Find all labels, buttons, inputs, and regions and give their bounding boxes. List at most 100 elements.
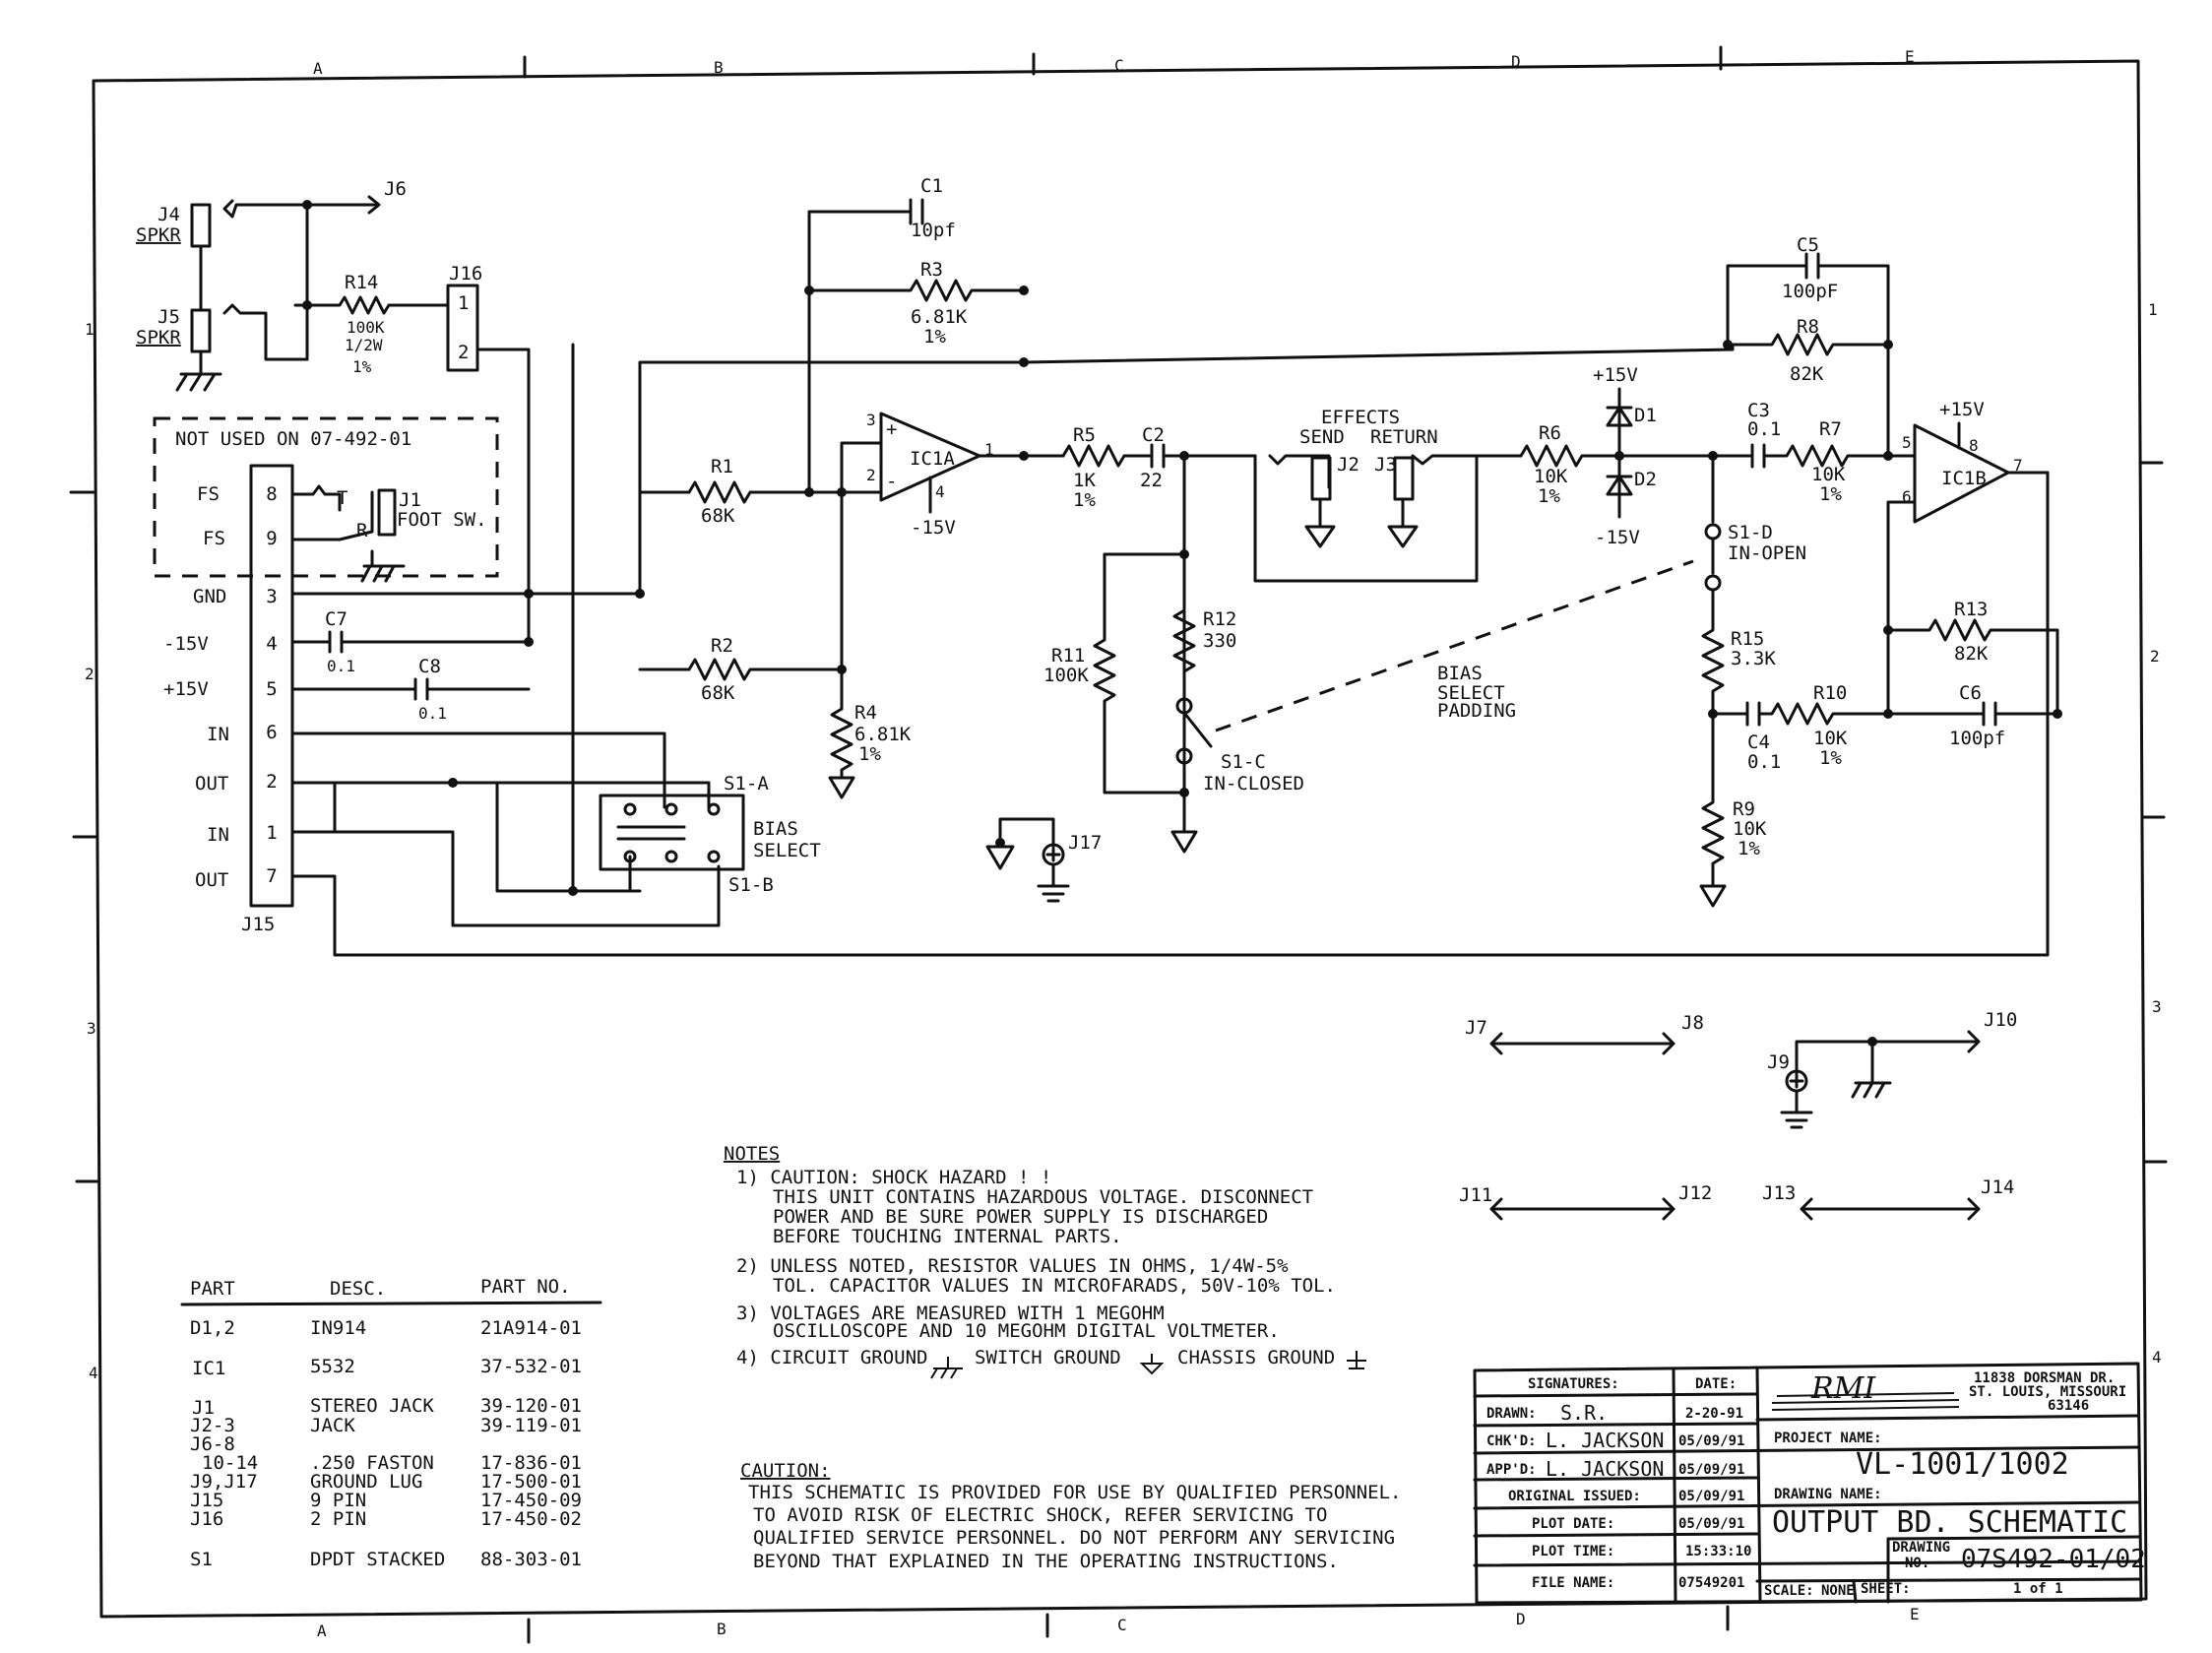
ground-arrow-s1c (1170, 791, 1198, 854)
r14-label: R14 (345, 272, 378, 293)
r8-value: 82K (1790, 363, 1824, 385)
circuit-ground-icon (930, 1357, 963, 1379)
fs-label-9: FS (203, 528, 225, 549)
cell-part: IC1 (192, 1358, 225, 1379)
tb-date: DATE: (1695, 1376, 1737, 1392)
zone-2-right: 2 (2150, 647, 2160, 666)
cell-desc: JACK (310, 1415, 355, 1436)
table-row: D1,2 IN914 21A914-01 (190, 1317, 582, 1339)
tb-drawn-date: 2-20-91 (1685, 1406, 1743, 1422)
cell-part: 10-14 (202, 1452, 258, 1474)
cell-desc: IN914 (310, 1317, 366, 1339)
switch-s1-ab: S1-A S1-B BIAS SELECT (599, 773, 821, 896)
table-row: J6-8 (190, 1433, 235, 1455)
note-1a: 1) CAUTION: SHOCK HAZARD ! ! (736, 1167, 1051, 1188)
s1d-contact-top (1704, 523, 1722, 540)
j16-label: J16 (449, 263, 482, 285)
s1c-label: S1-C (1221, 751, 1266, 773)
c7-label: C7 (325, 608, 348, 630)
cell-part: J9,J17 (190, 1471, 258, 1493)
r4-value: 6.81K (854, 724, 912, 745)
r10-label: R10 (1813, 682, 1847, 704)
note-4c: CHASSIS GROUND (1177, 1347, 1335, 1368)
zone-c-bottom: C (1117, 1616, 1127, 1634)
c3-label: C3 (1747, 400, 1770, 421)
cell-desc: 5532 (310, 1356, 355, 1377)
cell-desc: 9 PIN (310, 1490, 366, 1511)
capacitor-c1 (909, 198, 924, 225)
cell-part: J15 (190, 1490, 223, 1511)
tb-drawn-label: DRAWN: (1486, 1406, 1537, 1422)
logo-text: RMI (1810, 1371, 1876, 1406)
r5-label: R5 (1073, 424, 1096, 446)
r4-tol: 1% (858, 743, 881, 765)
zone-3: 3 (87, 1019, 96, 1038)
not-used-box: NOT USED ON 07-492-01 FS FS R T J1 FOOT … (153, 416, 499, 583)
footswitch-t: T (337, 487, 348, 509)
j4-spkr-label: SPKR (136, 224, 181, 246)
tb-address-3: 63146 (2048, 1398, 2089, 1414)
tb-drawname-label: DRAWING NAME: (1774, 1487, 1882, 1502)
r13-value: 82K (1954, 643, 1989, 665)
j9-label: J9 (1767, 1051, 1790, 1073)
j1-label: J1 (399, 489, 421, 511)
r5-tol: 1% (1073, 489, 1096, 511)
parts-header-part: PART (190, 1278, 235, 1300)
resistor-r11 (1093, 552, 1186, 795)
capacitor-c3 (1750, 443, 1766, 469)
j15-pin4: 4 (266, 633, 277, 655)
j12-label: J12 (1678, 1182, 1712, 1204)
tb-address-1: 11838 DORSMAN DR. (1974, 1370, 2115, 1386)
j16-pin1: 1 (458, 292, 469, 314)
note-4b: SWITCH GROUND (975, 1347, 1121, 1368)
parts-header-no: PART NO. (480, 1276, 571, 1298)
effects-label: EFFECTS (1321, 407, 1400, 428)
tb-scale-label: SCALE: (1764, 1583, 1814, 1599)
c2-label: C2 (1142, 424, 1165, 446)
r2-label: R2 (711, 635, 733, 657)
table-row: J15 9 PIN 17-450-09 (190, 1490, 582, 1511)
tb-project: VL-1001/1002 (1856, 1447, 2069, 1482)
c4-value: 0.1 (1747, 751, 1781, 773)
bias-select-label: BIAS (753, 818, 798, 840)
j15-pin1: 1 (266, 822, 277, 844)
j15-pin9: 9 (266, 528, 277, 549)
bias-pad-2: SELECT (1437, 682, 1505, 704)
s1b-label: S1-B (728, 874, 774, 896)
resistor-r3 (807, 279, 1026, 302)
j15-pin2: 2 (266, 771, 277, 793)
out-label-2: OUT (195, 773, 228, 795)
notes-title: NOTES (724, 1143, 780, 1165)
j15-pin3: 3 (266, 586, 277, 607)
cell-part: S1 (190, 1549, 213, 1570)
in-label-1: IN (207, 824, 229, 846)
ic1a-pwr: -15V (911, 517, 956, 539)
zone-4-right: 4 (2152, 1348, 2162, 1367)
capacitor-c2 (1130, 443, 1257, 469)
resistor-r6 (1519, 444, 1621, 468)
r10-tol: 1% (1819, 747, 1842, 769)
tb-plotd-label: PLOT DATE: (1532, 1516, 1614, 1532)
capacitor-c5 (1804, 252, 1820, 280)
title-block: SIGNATURES: DATE: DRAWN: CHK'D: APP'D: O… (1473, 1362, 2146, 1605)
tb-orig-label: ORIGINAL ISSUED: (1508, 1489, 1641, 1504)
notes-block: NOTES 1) CAUTION: SHOCK HAZARD ! ! THIS … (724, 1143, 1366, 1379)
d2-supply: -15V (1595, 527, 1640, 548)
out-label-7: OUT (195, 869, 228, 891)
tb-sheet-label: SHEET: (1861, 1581, 1911, 1597)
footswitch-tip (291, 484, 342, 512)
r9-label: R9 (1733, 798, 1755, 820)
cell-part: J16 (190, 1508, 223, 1530)
j11-label: J11 (1459, 1184, 1492, 1206)
c8-value: 0.1 (418, 704, 447, 723)
drawing-border (69, 45, 2168, 1644)
r7-tol: 1% (1819, 483, 1842, 505)
send-label: SEND (1299, 426, 1345, 448)
zone-a: A (313, 59, 323, 78)
tb-chkd: L. JACKSON (1546, 1429, 1664, 1452)
parts-table: PART DESC. PART NO. D1,2 IN914 21A914-01… (180, 1276, 602, 1570)
ic1b-pin8: 8 (1969, 436, 1979, 455)
zone-e-bottom: E (1910, 1605, 1920, 1623)
ic1a-stage: R1 68K R2 68K R4 6.81K 1% IC1A + - 3 2 1… (638, 175, 1735, 799)
table-row: J16 2 PIN 17-450-02 (190, 1508, 582, 1530)
